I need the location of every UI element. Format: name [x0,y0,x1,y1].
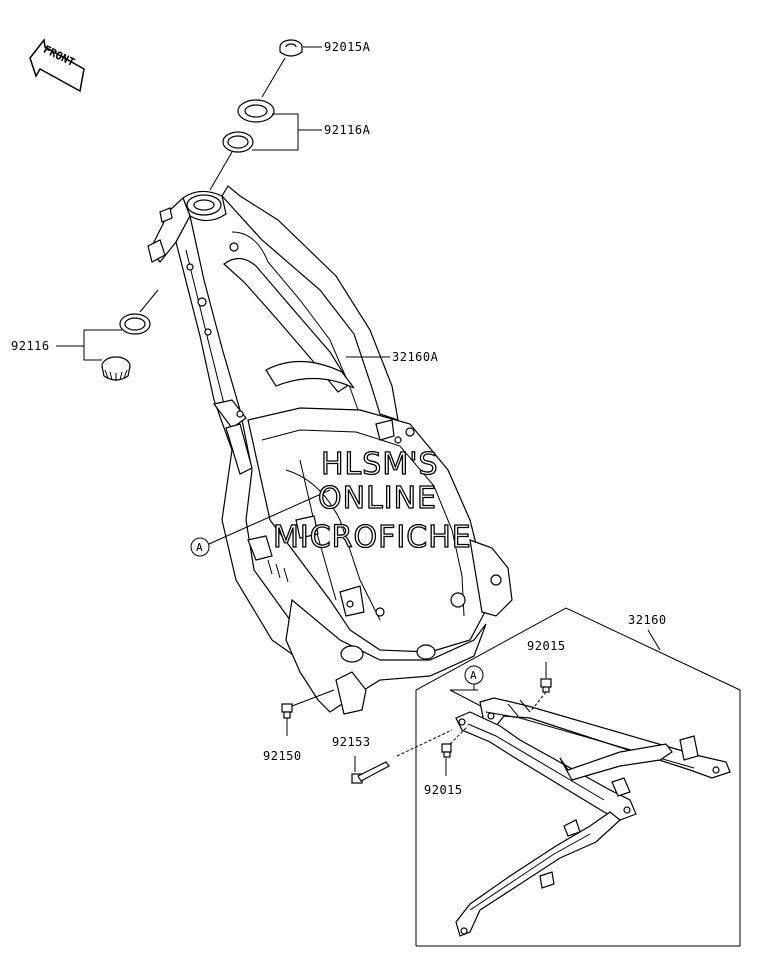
subframe-box [415,607,741,947]
reference-marker-a-main[interactable]: A [190,537,210,557]
main-frame-part[interactable] [147,185,513,715]
front-arrow-icon: FRONT [29,38,85,93]
leader-92116A [252,113,299,151]
leader-92116 [83,329,122,361]
label-92116A[interactable]: 92116A [324,123,371,137]
label-92150[interactable]: 92150 [263,749,302,763]
bolt-92015-top-part[interactable] [540,678,552,693]
label-32160[interactable]: 32160 [628,613,667,627]
bolt-92150-part[interactable] [281,703,293,719]
watermark-line-3: MICROFICHE [273,520,472,555]
watermark-line-1: HLSM'S [321,447,439,482]
subframe-part[interactable] [455,697,731,937]
lower-bearing-part[interactable] [101,313,151,381]
reference-marker-a-sub[interactable]: A [464,665,484,685]
watermark: HLSM'S ONLINE MICROFICHE [272,446,472,555]
upper-bearing-part[interactable] [222,99,275,153]
stem-nut-part[interactable] [279,39,303,57]
bolt-92153-part[interactable] [351,761,390,784]
watermark-line-2: ONLINE [318,481,437,516]
bolt-92015-bottom-part[interactable] [441,743,452,758]
svg-text:A: A [196,541,203,554]
label-92015-top[interactable]: 92015 [527,639,566,653]
label-92153[interactable]: 92153 [332,735,371,749]
label-32160A[interactable]: 32160A [392,350,439,364]
label-92015-bottom[interactable]: 92015 [424,783,463,797]
svg-text:A: A [470,669,477,682]
label-92015A[interactable]: 92015A [324,40,371,54]
label-92116[interactable]: 92116 [11,339,50,353]
